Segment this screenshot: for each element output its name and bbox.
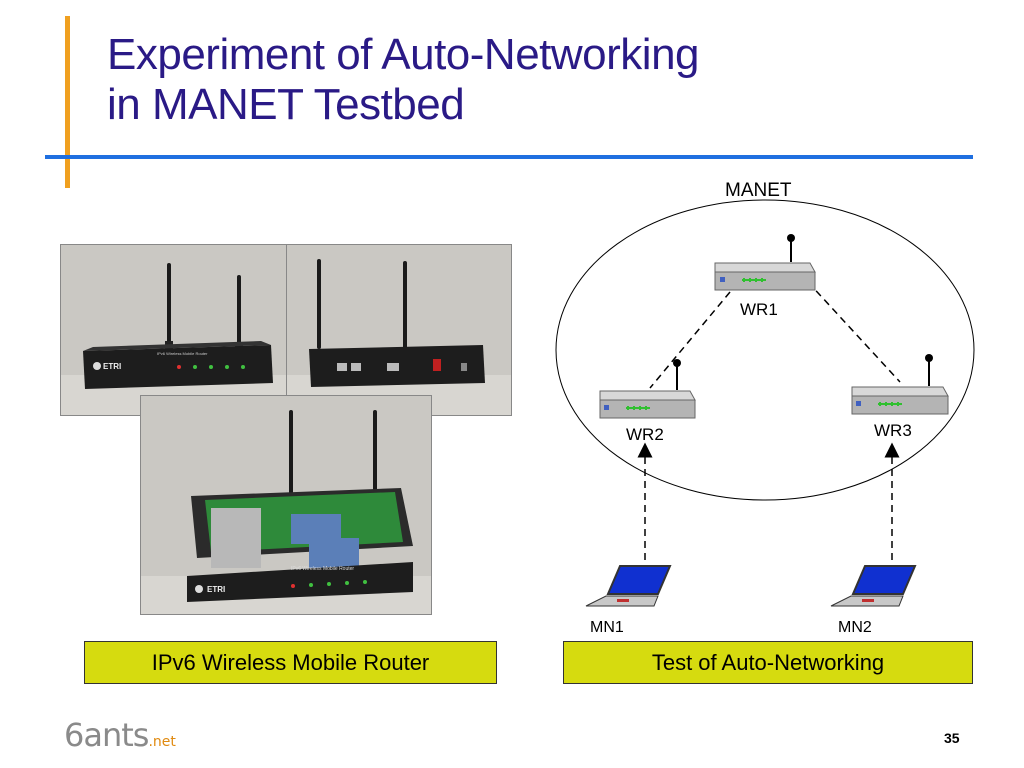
link-wr1-wr2 [649, 291, 731, 389]
logo-main: 6ants [64, 716, 149, 754]
logo-6ants: 6ants.net [64, 716, 176, 754]
router-wr1: WR1 [714, 234, 816, 319]
router-wr2: WR2 [599, 359, 696, 444]
title-line-1: Experiment of Auto-Networking [107, 30, 700, 79]
manet-cloud [555, 199, 975, 501]
manet-label: MANET [725, 180, 792, 201]
page-number: 35 [944, 730, 960, 746]
title-line-2: in MANET Testbed [107, 80, 465, 129]
laptop-mn1: MN1 [585, 565, 672, 636]
link-wr1-wr3 [807, 281, 901, 383]
router-front-image: ETRI IPv6 Wireless Mobile Router [61, 245, 286, 415]
slide-title: Experiment of Auto-Networking in MANET T… [107, 30, 700, 130]
title-rule [45, 155, 973, 159]
front-brand: ETRI [103, 362, 121, 371]
router-wr3: WR3 [851, 354, 949, 440]
open-label: IPv6 Wireless Mobile Router [291, 566, 354, 572]
router-back-photo [286, 244, 512, 416]
laptop-mn2: MN2 [830, 565, 917, 636]
wr2-label: WR2 [626, 425, 664, 444]
router-open-photo: ETRI IPv6 Wireless Mobile Router [140, 395, 432, 615]
manet-diagram: MANET WR1 WR2 WR3 MN1 [555, 180, 975, 636]
router-front-photo: ETRI IPv6 Wireless Mobile Router [60, 244, 287, 416]
mn2-label: MN2 [838, 619, 872, 636]
open-brand: ETRI [207, 585, 225, 594]
logo-suffix: .net [148, 734, 176, 750]
svg-text:IPv6 Wireless Mobile Router: IPv6 Wireless Mobile Router [157, 351, 208, 356]
router-open-image: ETRI IPv6 Wireless Mobile Router [141, 396, 431, 614]
mn1-label: MN1 [590, 619, 624, 636]
router-back-image [287, 245, 511, 415]
caption-right: Test of Auto-Networking [563, 641, 973, 684]
wr3-label: WR3 [874, 421, 912, 440]
accent-bar [65, 16, 70, 188]
wr1-label: WR1 [740, 300, 778, 319]
caption-left: IPv6 Wireless Mobile Router [84, 641, 497, 684]
